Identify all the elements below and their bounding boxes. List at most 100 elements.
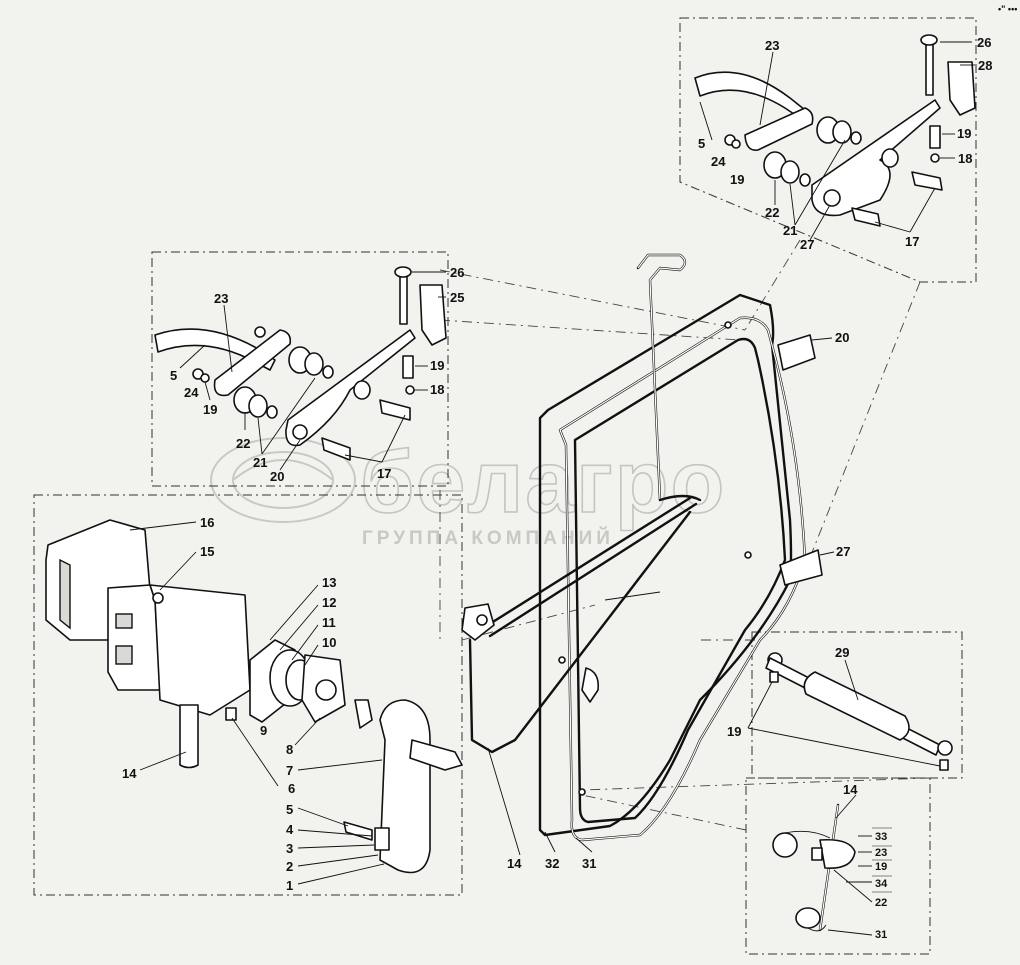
hinge-detail-middle	[154, 266, 447, 461]
door-frame-tube	[558, 316, 807, 842]
callout-5: 5	[698, 136, 705, 151]
bushing	[832, 120, 852, 144]
door-hinge-upper	[777, 334, 816, 371]
grease-nipple	[405, 385, 415, 395]
callout-25: 25	[450, 290, 464, 305]
mount-hole	[578, 788, 586, 796]
bushing	[304, 352, 324, 376]
handle-shaft	[354, 699, 373, 729]
callout-15: 15	[200, 544, 214, 559]
callout-32: 32	[545, 856, 559, 871]
spacer	[929, 125, 941, 149]
callout-19: 19	[875, 861, 887, 873]
grease-nipple	[939, 759, 949, 771]
callout-13: 13	[322, 575, 336, 590]
hinge-bracket	[947, 61, 976, 116]
lower-lever-plate	[811, 99, 941, 217]
callout-17: 17	[377, 466, 391, 481]
rod-end-hole	[476, 614, 488, 626]
callout-6: 6	[288, 781, 295, 796]
detail-box-middle	[151, 251, 449, 487]
callout-10: 10	[322, 635, 336, 650]
callout-17: 17	[905, 234, 919, 249]
callout-22: 22	[875, 897, 887, 909]
handle-lever	[409, 739, 463, 771]
tube-clamp-upper	[772, 832, 798, 858]
callouts-strut: 29 19	[727, 645, 941, 767]
callout-21: 21	[253, 455, 267, 470]
callout-22: 22	[765, 205, 779, 220]
lock-detail	[45, 519, 463, 874]
callout-26: 26	[977, 35, 991, 50]
mount-hole	[744, 551, 752, 559]
callout-27: 27	[836, 544, 850, 559]
callout-18: 18	[430, 382, 444, 397]
callout-19: 19	[727, 724, 741, 739]
callout-14: 14	[122, 766, 137, 781]
callout-8: 8	[286, 742, 293, 757]
nut	[225, 707, 237, 721]
lower-lever-plate	[285, 329, 416, 447]
callout-23: 23	[214, 291, 228, 306]
tube-clamp-lower	[795, 907, 821, 929]
door-rod-segment	[154, 328, 276, 371]
lock-slot	[115, 613, 133, 629]
callout-22: 22	[236, 436, 250, 451]
bushing	[780, 160, 800, 184]
callout-5: 5	[170, 368, 177, 383]
callouts-door: 20 27 14 32 31	[487, 330, 850, 871]
callout-20: 20	[835, 330, 849, 345]
callout-19: 19	[203, 402, 217, 417]
callout-7: 7	[286, 763, 293, 778]
projection-lines	[439, 239, 931, 831]
clamp-detail	[772, 803, 856, 932]
callout-24: 24	[711, 154, 726, 169]
washer	[353, 380, 371, 400]
bushing	[266, 405, 278, 419]
cam-plate-hole	[315, 679, 337, 701]
clamp-band-lower	[807, 924, 827, 932]
callout-20: 20	[270, 469, 284, 484]
hinge-pin	[399, 271, 408, 325]
bushing	[322, 365, 334, 379]
door-cable	[604, 591, 661, 601]
hinge-detail-top-right	[694, 34, 976, 227]
callout-19b: 19	[430, 358, 444, 373]
callout-18: 18	[958, 151, 972, 166]
callout-16: 16	[200, 515, 214, 530]
callout-14: 14	[507, 856, 522, 871]
hinge-pin-head	[394, 266, 412, 278]
clamp-block	[819, 838, 856, 869]
callout-27: 27	[800, 237, 814, 252]
hinge-pin	[925, 39, 934, 96]
callout-11: 11	[322, 615, 336, 630]
mount-hole	[724, 321, 732, 329]
callout-24: 24	[184, 385, 199, 400]
corner-mark: •" •••	[998, 4, 1017, 14]
callout-9: 9	[260, 723, 267, 738]
watermark-brand: белагро	[360, 432, 726, 531]
callout-33: 33	[875, 831, 887, 843]
washer	[881, 148, 899, 168]
callout-4: 4	[286, 822, 294, 837]
callout-19: 19	[730, 172, 744, 187]
door-frame-inner	[573, 337, 787, 824]
callout-31: 31	[875, 929, 887, 941]
watermark-tagline: ГРУППА КОМПАНИЙ	[362, 527, 614, 549]
grease-nipple	[930, 153, 940, 163]
door-main	[461, 253, 823, 842]
callout-26: 26	[450, 265, 464, 280]
callout-29: 29	[835, 645, 849, 660]
lock-housing	[149, 584, 251, 716]
hinge-bracket	[419, 284, 447, 346]
upper-lever-plate	[744, 107, 814, 152]
handle-bolt	[343, 821, 373, 841]
callout-1: 1	[286, 878, 293, 893]
callout-23: 23	[875, 847, 887, 859]
washer-small	[200, 373, 210, 383]
door-rod-diagonal	[478, 496, 698, 638]
lock-cover-edge	[59, 558, 71, 630]
callouts-bottom-right: 14 33 23 19 34 22 31	[827, 782, 892, 941]
detail-box-strut	[751, 631, 963, 779]
